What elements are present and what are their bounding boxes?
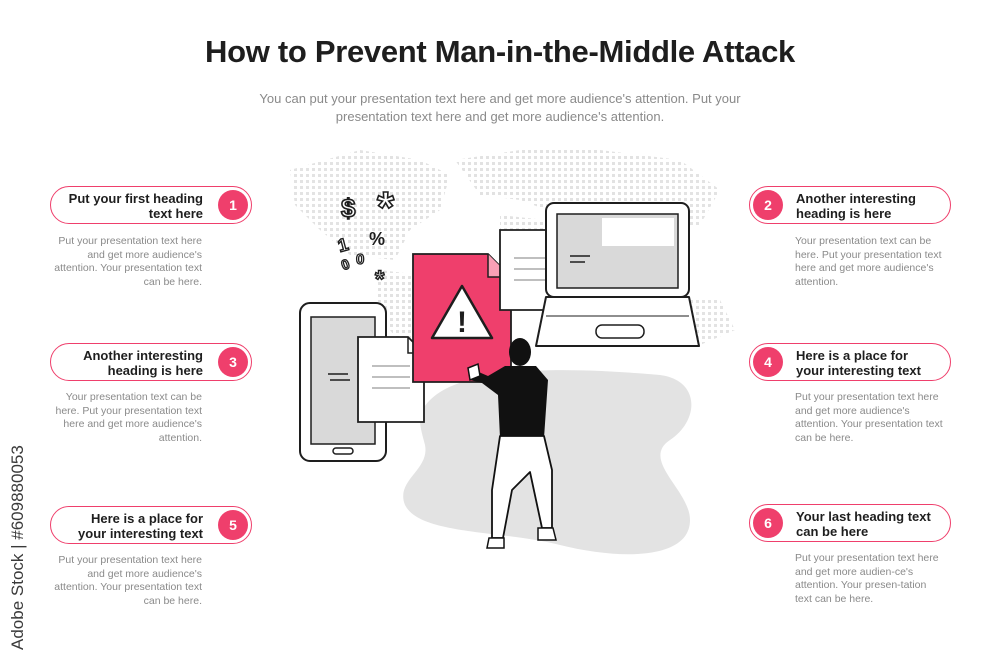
step-5-badge: 5 [218, 510, 248, 540]
step-4-pill: 4 Here is a place for your interesting t… [749, 343, 951, 381]
stock-watermark: Adobe Stock | #609880053 [8, 445, 27, 650]
step-1-text: Put your presentation text here and get … [54, 235, 202, 288]
step-1-heading: Put your first heading text here [68, 191, 203, 221]
step-3-badge: 3 [218, 347, 248, 377]
warning-document-icon [412, 253, 512, 383]
page-subtitle: You can put your presentation text here … [259, 91, 741, 124]
asterisk-symbol-2: * [375, 266, 385, 293]
step-3-pill: Another interesting heading is here 3 [50, 343, 252, 381]
zero-symbol-2: 0 [339, 255, 352, 273]
step-6-heading: Your last heading text can be here [796, 509, 931, 539]
step-6-badge: 6 [753, 508, 783, 538]
asterisk-symbol: * [377, 183, 395, 232]
document-icon [357, 336, 425, 423]
zero-symbol: 0 [356, 251, 364, 268]
step-4-text: Put your presentation text here and get … [795, 391, 943, 444]
warning-glyph: ! [457, 306, 467, 339]
step-4-heading: Here is a place for your interesting tex… [796, 348, 921, 378]
hacker-figure [467, 338, 557, 549]
laptop-icon [535, 202, 700, 347]
step-2-pill: 2 Another interesting heading is here [749, 186, 951, 224]
page-title: How to Prevent Man-in-the-Middle Attack [205, 34, 795, 69]
step-1-pill: Put your first heading text here 1 [50, 186, 252, 224]
step-5-heading: Here is a place for your interesting tex… [78, 511, 203, 541]
step-2-badge: 2 [753, 190, 783, 220]
step-6-pill: 6 Your last heading text can be here [749, 504, 951, 542]
step-5-pill: Here is a place for your interesting tex… [50, 506, 252, 544]
step-1-badge: 1 [218, 190, 248, 220]
step-4-badge: 4 [753, 347, 783, 377]
step-6-text: Put your presentation text here and get … [795, 552, 939, 605]
step-3-heading: Another interesting heading is here [83, 348, 203, 378]
step-2-heading: Another interesting heading is here [796, 191, 916, 221]
step-2-text: Your presentation text can be here. Put … [795, 235, 942, 288]
percent-symbol: % [369, 229, 385, 249]
dollar-symbol: $ [341, 193, 356, 223]
step-5-text: Put your presentation text here and get … [54, 554, 202, 607]
step-3-text: Your presentation text can be here. Put … [55, 391, 202, 444]
